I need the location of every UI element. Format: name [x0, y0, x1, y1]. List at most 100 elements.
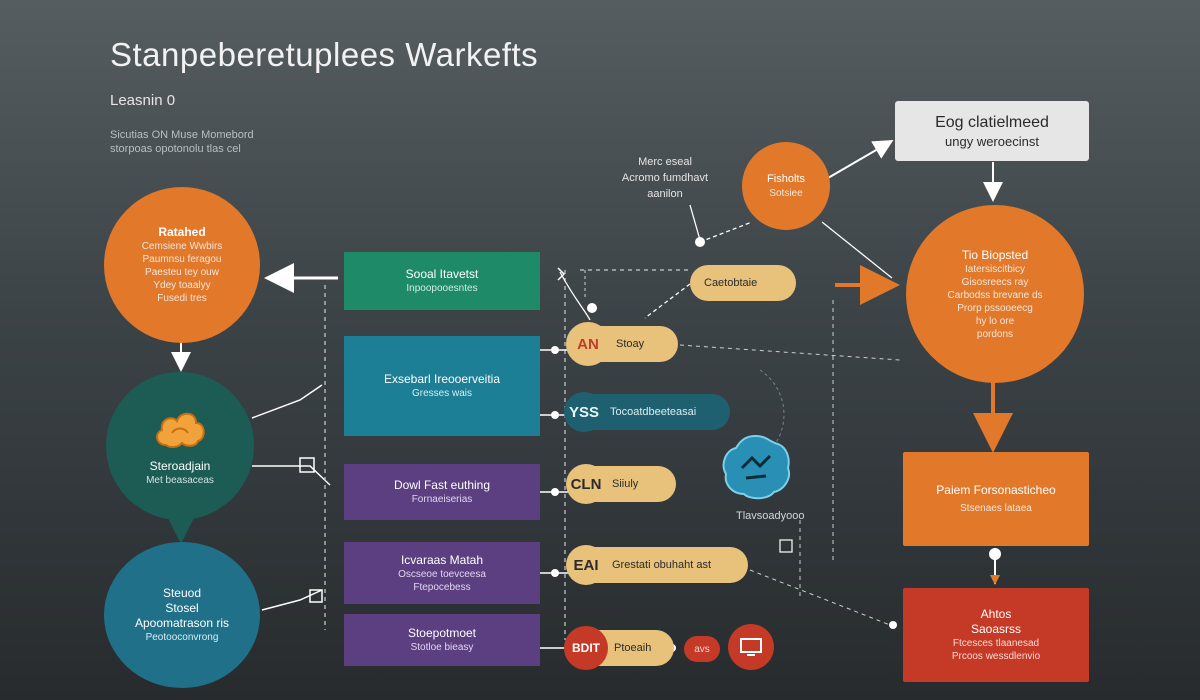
center-bar-title: Dowl Fast euthing: [393, 478, 491, 492]
left-top-circle-line: Ydey toaalyy: [153, 280, 211, 291]
center-bar-sub: Gresses wais: [411, 388, 472, 399]
center-bar-sub: Fornaeiserias: [411, 494, 473, 505]
red-rect-line: Ftcesces tlaanesad: [952, 638, 1040, 649]
pill-badge: AN: [566, 322, 610, 366]
left-top-circle[interactable]: Ratahed Cemsiene Wwbirs Paumnsu feragou …: [104, 187, 260, 343]
flow-icon: [722, 434, 790, 500]
small-chevron: [557, 267, 566, 281]
right-orange-rect[interactable]: Paiem Forsonasticheo Stsenaes lataea: [903, 452, 1089, 546]
node-dot: [889, 621, 897, 629]
node-dot: [551, 411, 559, 419]
small-square: [299, 457, 315, 473]
annotation-line: aanilon: [647, 188, 683, 200]
left-bottom-circle[interactable]: Steuod Stosel Apoomatrason ris Peotoocon…: [104, 542, 260, 688]
red-rect-line: Saoasrss: [970, 622, 1022, 636]
description-line: Sicutias ON Muse Momebord: [110, 129, 254, 141]
big-orange-title: Tio Biopsted: [961, 247, 1029, 262]
right-big-orange-circle[interactable]: Tio Biopsted Iatersiscitbicy Gisosreecs …: [906, 205, 1084, 383]
node-dot: [551, 569, 559, 577]
red-rect-line: Prcoos wessdlenvio: [951, 651, 1041, 662]
center-bar-5[interactable]: Stoepotmoet Stotloe bieasy: [344, 614, 540, 666]
blue-gear-badge: [718, 432, 794, 502]
pill-badge: CLN: [566, 464, 606, 504]
right-red-rect[interactable]: Ahtos Saoasrss Ftcesces tlaanesad Prcoos…: [903, 588, 1089, 682]
dash-pill5-right: [749, 569, 891, 626]
center-bar-sub: Inpoopooesntes: [406, 283, 478, 294]
center-bar-3[interactable]: Dowl Fast euthing Fornaeiserias: [344, 464, 540, 520]
dash-pill2-right: [679, 344, 901, 361]
center-bar-title: Exsebarl Ireooerveitia: [383, 372, 501, 386]
pill-badge: YSS: [564, 392, 604, 432]
red-chip-label: avs: [694, 643, 710, 655]
pill-label: Caetobtaie: [704, 277, 758, 289]
small-orange-sub: Sotsiee: [769, 188, 803, 199]
center-bar-4[interactable]: Icvaraas Matah Oscseoe toevceesa Ftepoce…: [344, 542, 540, 604]
annotation-line: Merc eseal: [638, 156, 692, 168]
link-annotation-small-orange: [699, 221, 753, 243]
pill-3[interactable]: YSS Tocoatdbeeteasai: [564, 392, 730, 432]
mid-annotation: Merc eseal Acromo fumdhavt aanilon: [600, 154, 730, 202]
pill-5[interactable]: EAI Grestati obuhaht ast: [566, 545, 748, 585]
orange-rect-sub: Stsenaes lataea: [960, 503, 1032, 514]
link-mid-circle-bar2: [251, 384, 323, 419]
annotation-line: Acromo fumdhavt: [621, 172, 709, 184]
pill-label: Grestati obuhaht ast: [612, 559, 712, 571]
pill-label: Stoay: [616, 338, 645, 350]
pill-label: Siiuly: [612, 478, 639, 490]
center-bar-sub: Stotloe bieasy: [410, 642, 474, 653]
big-orange-line: Gisosreecs ray: [961, 276, 1029, 288]
pill-label: Tocoatdbeeteasai: [610, 406, 697, 418]
node-dot: [587, 303, 597, 313]
link-mid-circle-bar3: [252, 465, 331, 486]
center-bar-1[interactable]: Sooal Itavetst Inpoopooesntes: [344, 252, 540, 310]
small-marker: [990, 575, 1000, 585]
left-top-circle-line: Paesteu tey ouw: [145, 267, 219, 278]
blue-icon-caption: Tlavsoadyooo: [736, 510, 805, 522]
description-line: storpoas opotonolu tlas cel: [110, 143, 241, 155]
left-mid-circle-sub: Met beasaceas: [146, 475, 214, 486]
left-top-circle-line: Paumnsu feragou: [142, 254, 222, 265]
left-bottom-circle-title: Steuod: [162, 586, 202, 600]
link-annotation-down: [689, 204, 701, 241]
cloud-icon: [156, 412, 205, 449]
center-bar-title: Icvaraas Matah: [400, 552, 484, 567]
big-orange-line: Prorp pssooeecg: [957, 302, 1033, 314]
left-top-circle-line: Fusedi tres: [157, 293, 207, 304]
right-small-orange-circle[interactable]: Fisholts Sotsiee: [742, 142, 830, 230]
arrow-small-orange-card: [827, 139, 894, 179]
node-dot: [695, 237, 705, 247]
red-icon-badge: [728, 624, 774, 670]
left-mid-circle-title: Steroadjain: [149, 459, 211, 473]
monitor-icon: [740, 638, 762, 656]
link-bottom-circle: [261, 589, 323, 611]
small-square: [779, 539, 793, 553]
pill-6[interactable]: BDIT Ptoeaih: [564, 626, 674, 670]
pill-badge: BDIT: [564, 626, 608, 670]
center-bar-sub: Oscseoe toevceesa: [398, 568, 486, 580]
diagram-title: Stanpeberetuplees Warkefts: [110, 36, 539, 73]
small-square: [309, 589, 323, 603]
red-rect-title: Ahtos: [980, 607, 1012, 621]
right-top-card[interactable]: Eog clatielmeed ungy weroecinst: [895, 101, 1089, 161]
card-sub: ungy weroecinst: [945, 133, 1039, 149]
pill-4[interactable]: CLN Siiuly: [566, 464, 676, 504]
node-dot: [551, 488, 559, 496]
left-mid-circle[interactable]: Steroadjain Met beasaceas: [106, 372, 254, 520]
center-bar-2[interactable]: Exsebarl Ireooerveitia Gresses wais: [344, 336, 540, 436]
link-small-orange-big: [821, 221, 893, 279]
big-orange-line: Iatersiscitbicy: [964, 263, 1025, 275]
big-orange-line: pordons: [976, 328, 1014, 340]
diagram-description: Sicutias ON Muse Momebord storpoas opoto…: [110, 128, 254, 156]
big-orange-line: hy lo ore: [975, 315, 1015, 327]
pill-2[interactable]: AN Stoay: [566, 322, 678, 366]
node-dot: [989, 548, 1001, 560]
link-pill1-annotation: [644, 283, 691, 319]
center-bar-title: Stoepotmoet: [407, 626, 477, 640]
pill-1[interactable]: Caetobtaie: [690, 265, 796, 301]
left-top-circle-line: Cemsiene Wwbirs: [141, 241, 223, 252]
big-orange-line: Carbodss brevane ds: [947, 289, 1043, 301]
curve-bar1-pill2: [559, 271, 591, 321]
decor-curve: [759, 369, 785, 451]
